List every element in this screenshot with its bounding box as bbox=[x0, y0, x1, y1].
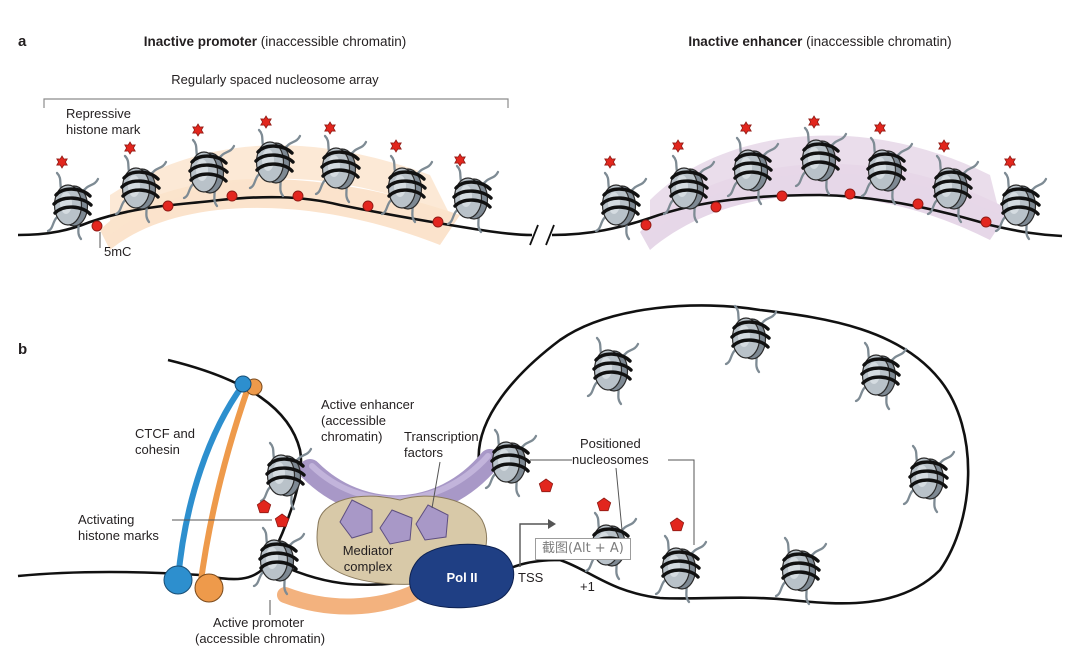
nucleosome bbox=[774, 536, 828, 606]
pol-ii bbox=[409, 543, 515, 609]
transcription-factor bbox=[379, 509, 413, 545]
nucleosome-array-label: Regularly spaced nucleosome array bbox=[171, 72, 379, 87]
activating-histone-mark bbox=[538, 478, 554, 493]
array-bracket bbox=[43, 98, 509, 108]
5mc-dot bbox=[362, 200, 374, 212]
5mc-dot bbox=[292, 190, 304, 202]
repressive-histone-mark bbox=[1004, 155, 1016, 169]
tf-label-1: Transcription bbox=[404, 429, 479, 444]
nucleosome bbox=[259, 441, 313, 511]
dna-promoter-region bbox=[17, 195, 533, 237]
5mc-dot bbox=[226, 190, 238, 202]
repressive-histone-mark bbox=[124, 141, 136, 155]
activating-label-1: Activating bbox=[78, 512, 134, 527]
tss-arrow bbox=[519, 523, 548, 567]
5mc-label: 5mC bbox=[104, 244, 131, 259]
repressive-histone-mark bbox=[192, 123, 204, 137]
promoter-bridge bbox=[277, 582, 428, 615]
active-promoter-label-2: (accessible chromatin) bbox=[195, 631, 325, 646]
repressive-mark-label-2: histone mark bbox=[66, 122, 141, 137]
repressive-histone-mark bbox=[938, 139, 950, 153]
5mc-dot bbox=[980, 216, 992, 228]
repressive-histone-mark bbox=[56, 155, 68, 169]
activating-histone-mark bbox=[669, 517, 685, 532]
mediator-label-2: complex bbox=[344, 559, 393, 574]
promoter-shading bbox=[100, 178, 460, 250]
dna-loop bbox=[477, 304, 970, 605]
repressive-histone-mark bbox=[672, 139, 684, 153]
repressive-histone-mark bbox=[604, 155, 616, 169]
repressive-histone-mark bbox=[260, 115, 272, 129]
repressive-mark-label-1: Repressive bbox=[66, 106, 131, 121]
inactive-enhancer-title: Inactive enhancer (inaccessible chromati… bbox=[688, 34, 951, 49]
cohesin-base bbox=[194, 573, 224, 603]
ctcf-label-1: CTCF and bbox=[135, 426, 195, 441]
ctcf-base bbox=[163, 565, 193, 595]
nucleosome bbox=[724, 304, 778, 374]
mediator-label-1: Mediator bbox=[343, 543, 394, 558]
nucleosome bbox=[854, 341, 908, 411]
active-promoter-label-1: Active promoter bbox=[213, 615, 305, 630]
repressive-histone-mark bbox=[808, 115, 820, 129]
ctcf-label-2: cohesin bbox=[135, 442, 180, 457]
transcription-factor bbox=[339, 499, 373, 539]
5mc-dot bbox=[162, 200, 174, 212]
5mc-dot bbox=[776, 190, 788, 202]
5mc-dot bbox=[91, 220, 103, 232]
break-mark bbox=[529, 224, 539, 246]
panel-a-letter: a bbox=[18, 33, 27, 50]
tss-label: TSS bbox=[518, 570, 544, 585]
nucleosome bbox=[902, 444, 956, 514]
repressive-histone-mark bbox=[874, 121, 886, 135]
transcription-factor bbox=[415, 504, 449, 541]
active-enhancer-label-1: Active enhancer bbox=[321, 397, 415, 412]
nucleosome bbox=[446, 164, 500, 234]
activating-label-2: histone marks bbox=[78, 528, 159, 543]
inactive-promoter-title: Inactive promoter (inaccessible chromati… bbox=[144, 34, 407, 49]
5mc-dot bbox=[912, 198, 924, 210]
5mc-dot bbox=[640, 219, 652, 231]
positioned-label-1: Positioned bbox=[580, 436, 641, 451]
cohesin-strand bbox=[197, 385, 251, 591]
repressive-histone-mark bbox=[390, 139, 402, 153]
ctcf-strand bbox=[175, 382, 246, 583]
screenshot-tooltip: 截图(Alt + A) bbox=[535, 538, 631, 560]
nucleosome bbox=[654, 534, 708, 604]
repressive-histone-mark bbox=[454, 153, 466, 167]
active-enhancer-label-3: chromatin) bbox=[321, 429, 382, 444]
5mc-dot bbox=[710, 201, 722, 213]
active-enhancer-label-2: (accessible bbox=[321, 413, 386, 428]
pol-ii-label: Pol II bbox=[446, 570, 477, 585]
activating-histone-mark bbox=[596, 497, 612, 512]
ctcf-knob bbox=[234, 375, 252, 393]
nucleosome bbox=[586, 336, 640, 406]
tf-label-2: factors bbox=[404, 445, 444, 460]
panel-b-letter: b bbox=[18, 341, 27, 358]
activating-histone-mark bbox=[274, 513, 290, 528]
5mc-dot bbox=[432, 216, 444, 228]
positioned-label-2: nucleosomes bbox=[572, 452, 649, 467]
plus-one-label: +1 bbox=[580, 579, 595, 594]
repressive-histone-mark bbox=[740, 121, 752, 135]
repressive-histone-mark bbox=[324, 121, 336, 135]
tf-leader bbox=[431, 461, 441, 509]
5mc-dot bbox=[844, 188, 856, 200]
activating-histone-mark bbox=[256, 499, 272, 514]
nucleosome bbox=[484, 428, 538, 498]
